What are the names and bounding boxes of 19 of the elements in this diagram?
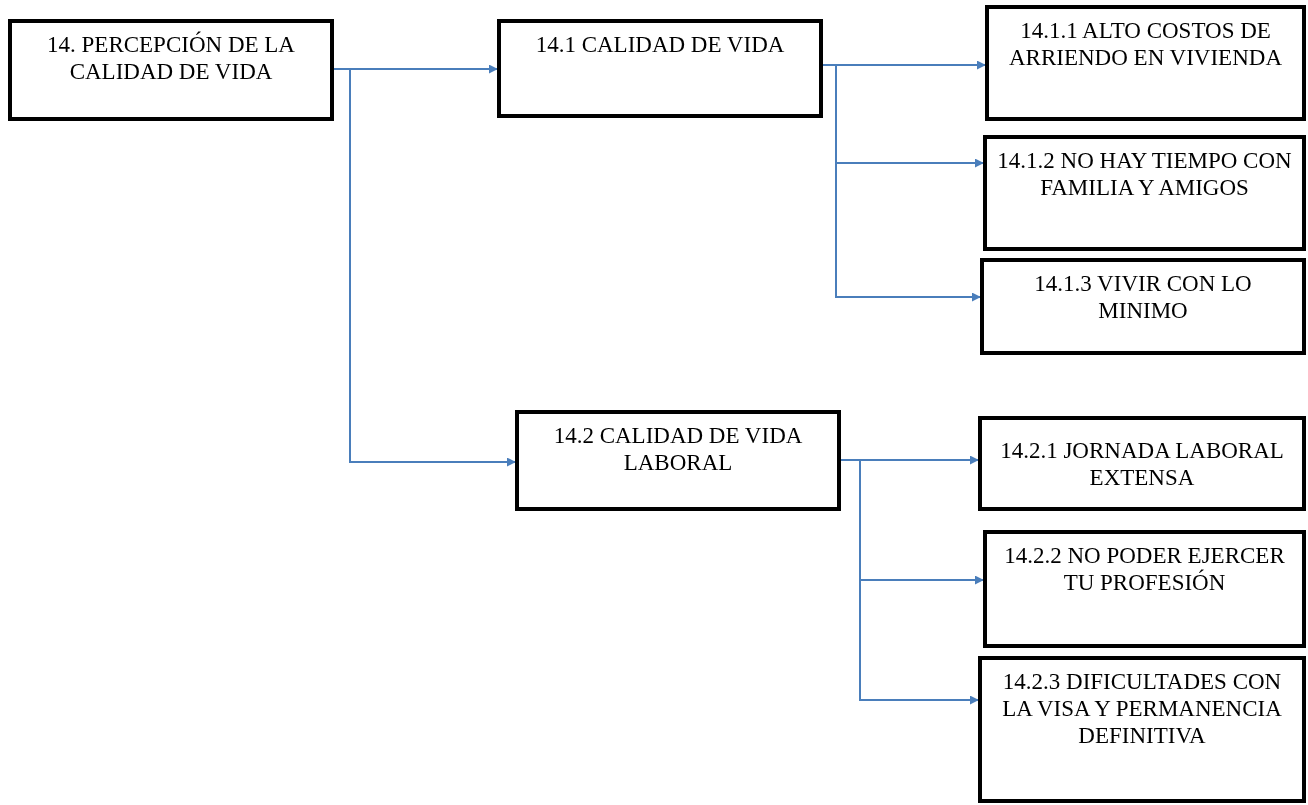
box-label: 14.2.3 DIFICULTADES CON LA VISA Y PERMANENCIA DEFINITIVA: [1001, 668, 1283, 749]
box-label: 14.1 CALIDAD DE VIDA: [535, 31, 785, 58]
box-label: 14.2.1 JORNADA LABORAL EXTENSA: [999, 436, 1285, 491]
category-box: [980, 258, 1306, 355]
box-label: 14.2.2 NO PODER EJERCER TU PROFESIÓN: [1003, 542, 1286, 596]
box-label: 14.1.3 VIVIR CON LO MINIMO: [1033, 270, 1253, 324]
category-box: [983, 135, 1306, 251]
category-box: [515, 410, 841, 511]
box-label: 14.1.1 ALTO COSTOS DE ARRIENDO EN VIVIENDA: [1008, 17, 1283, 71]
category-box: [983, 530, 1306, 648]
box-label: 14. PERCEPCIÓN DE LA CALIDAD DE VIDA: [46, 31, 296, 85]
category-box: [497, 19, 823, 118]
category-box: [8, 19, 334, 121]
box-label: 14.2 CALIDAD DE VIDA LABORAL: [552, 422, 804, 476]
category-box: [978, 656, 1306, 803]
category-box: [985, 5, 1306, 121]
connector-arrow: [840, 459, 979, 705]
box-label: 14.1.2 NO HAY TIEMPO CON FAMILIA Y AMIGOS: [997, 147, 1292, 201]
category-box: [978, 416, 1306, 511]
